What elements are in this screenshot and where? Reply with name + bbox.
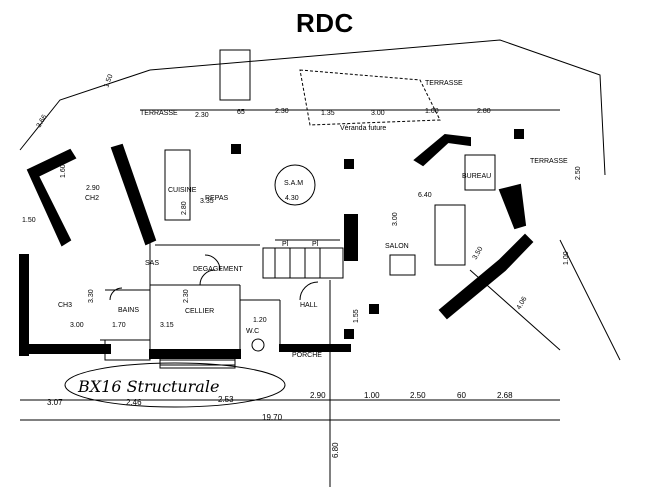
- label-cellier: CELLIER: [185, 308, 214, 315]
- dim-300a: 3.00: [371, 110, 385, 117]
- dim-170: 1.70: [112, 322, 126, 329]
- dim-307: 3.07: [47, 398, 63, 407]
- dim-230c: 2.30: [183, 289, 190, 303]
- label-cuisine: CUISINE: [168, 187, 197, 194]
- label-bureau: BUREAU: [462, 173, 491, 180]
- dim-190: 1.50: [22, 217, 36, 224]
- sofa-2: [389, 254, 416, 276]
- label-salon: SALON: [385, 243, 409, 250]
- wc-bowl: [251, 338, 265, 352]
- dim-250: 2.50: [575, 166, 582, 180]
- label-bains: BAINS: [118, 307, 139, 314]
- dim-120: 1.20: [253, 317, 267, 324]
- dim-246: 2.46: [126, 398, 142, 407]
- dim-60: 60: [457, 391, 466, 400]
- bathtub: [104, 339, 151, 361]
- dim-253: 2.53: [218, 395, 234, 404]
- dim-160: 1.60: [60, 164, 67, 178]
- dim-1970: 19.70: [262, 413, 283, 422]
- label-ch2: CH2: [85, 195, 99, 202]
- dim-406: 4.06: [516, 296, 529, 311]
- dim-230b: 2.30: [275, 108, 289, 115]
- dim-335: 3.35: [200, 198, 214, 205]
- dim-290b: 2.90: [310, 391, 326, 400]
- label-terrasse-left: TERRASSE: [140, 110, 178, 117]
- desk: [464, 154, 496, 191]
- dim-330: 3.30: [88, 289, 95, 303]
- wall-bottom-mid: [149, 349, 241, 359]
- label-degagement: DEGAGEMENT: [193, 266, 244, 273]
- dim-300c: 3.00: [70, 322, 84, 329]
- planter-box: [219, 49, 251, 101]
- wall-left: [19, 254, 29, 356]
- label-repas: REPAS: [205, 195, 229, 202]
- label-pl-2: Pl: [312, 241, 319, 248]
- column-3: [514, 129, 524, 139]
- label-sas: SAS: [145, 260, 159, 267]
- wall-bureau: [413, 133, 471, 167]
- sofa-1: [434, 204, 466, 266]
- dim-280a: 2.80: [477, 108, 491, 115]
- dim-300b: 3.00: [392, 212, 399, 226]
- wall-salon-right: [498, 183, 527, 230]
- terrasse-outline-top: [149, 39, 606, 176]
- dim-230a: 2.30: [195, 112, 209, 119]
- terrasse-outline-left: [19, 69, 151, 151]
- wall-ch2: [26, 148, 77, 247]
- wall-bottom-left: [19, 344, 111, 354]
- dim-100c: 1.00: [364, 391, 380, 400]
- column-2: [344, 159, 354, 169]
- dim-250b: 2.50: [410, 391, 426, 400]
- dim-280b: 2.80: [181, 201, 188, 215]
- label-porche: PORCHE: [292, 352, 322, 359]
- dim-135: 1.35: [321, 110, 335, 117]
- dim-268: 2.68: [497, 391, 513, 400]
- dim-150a: 1.50: [103, 73, 114, 88]
- wall-salon-bottom: [438, 233, 534, 320]
- veranda-outline: [299, 69, 441, 126]
- column-5: [344, 329, 354, 339]
- wall-ch2-right: [110, 143, 157, 246]
- dim-680: 6.80: [331, 442, 340, 458]
- label-hall: HALL: [300, 302, 318, 309]
- label-terrasse-top: TERRASSE: [425, 80, 463, 87]
- dim-155: 1.55: [353, 309, 360, 323]
- label-wc: W.C: [246, 328, 259, 335]
- plan-title: RDC: [296, 8, 354, 38]
- kitchen-counter: [164, 149, 191, 221]
- column-4: [369, 304, 379, 314]
- label-terrasse-right: TERRASSE: [530, 158, 568, 165]
- label-ch3: CH3: [58, 302, 72, 309]
- label-pl-1: Pl: [282, 241, 289, 248]
- dim-65: 65: [237, 109, 245, 116]
- dim-290: 2.90: [86, 185, 100, 192]
- label-sam: S.A.M: [284, 180, 303, 187]
- wall-porche: [279, 344, 351, 352]
- column-1: [231, 144, 241, 154]
- dining-table: [274, 164, 316, 206]
- label-sam-area: 4.30: [285, 195, 299, 202]
- stair-1: [262, 247, 344, 279]
- dim-640: 6.40: [418, 192, 432, 199]
- handwritten-annotation: BX16 Structurale: [77, 377, 219, 396]
- dim-100b: 1.00: [563, 251, 570, 265]
- label-veranda: Véranda future: [340, 125, 386, 132]
- annotation-oval: [64, 362, 286, 408]
- dim-315: 3.15: [160, 322, 174, 329]
- dim-100a: 1.00: [425, 108, 439, 115]
- wall-hall-col: [344, 214, 358, 261]
- dim-350: 3.50: [472, 246, 485, 261]
